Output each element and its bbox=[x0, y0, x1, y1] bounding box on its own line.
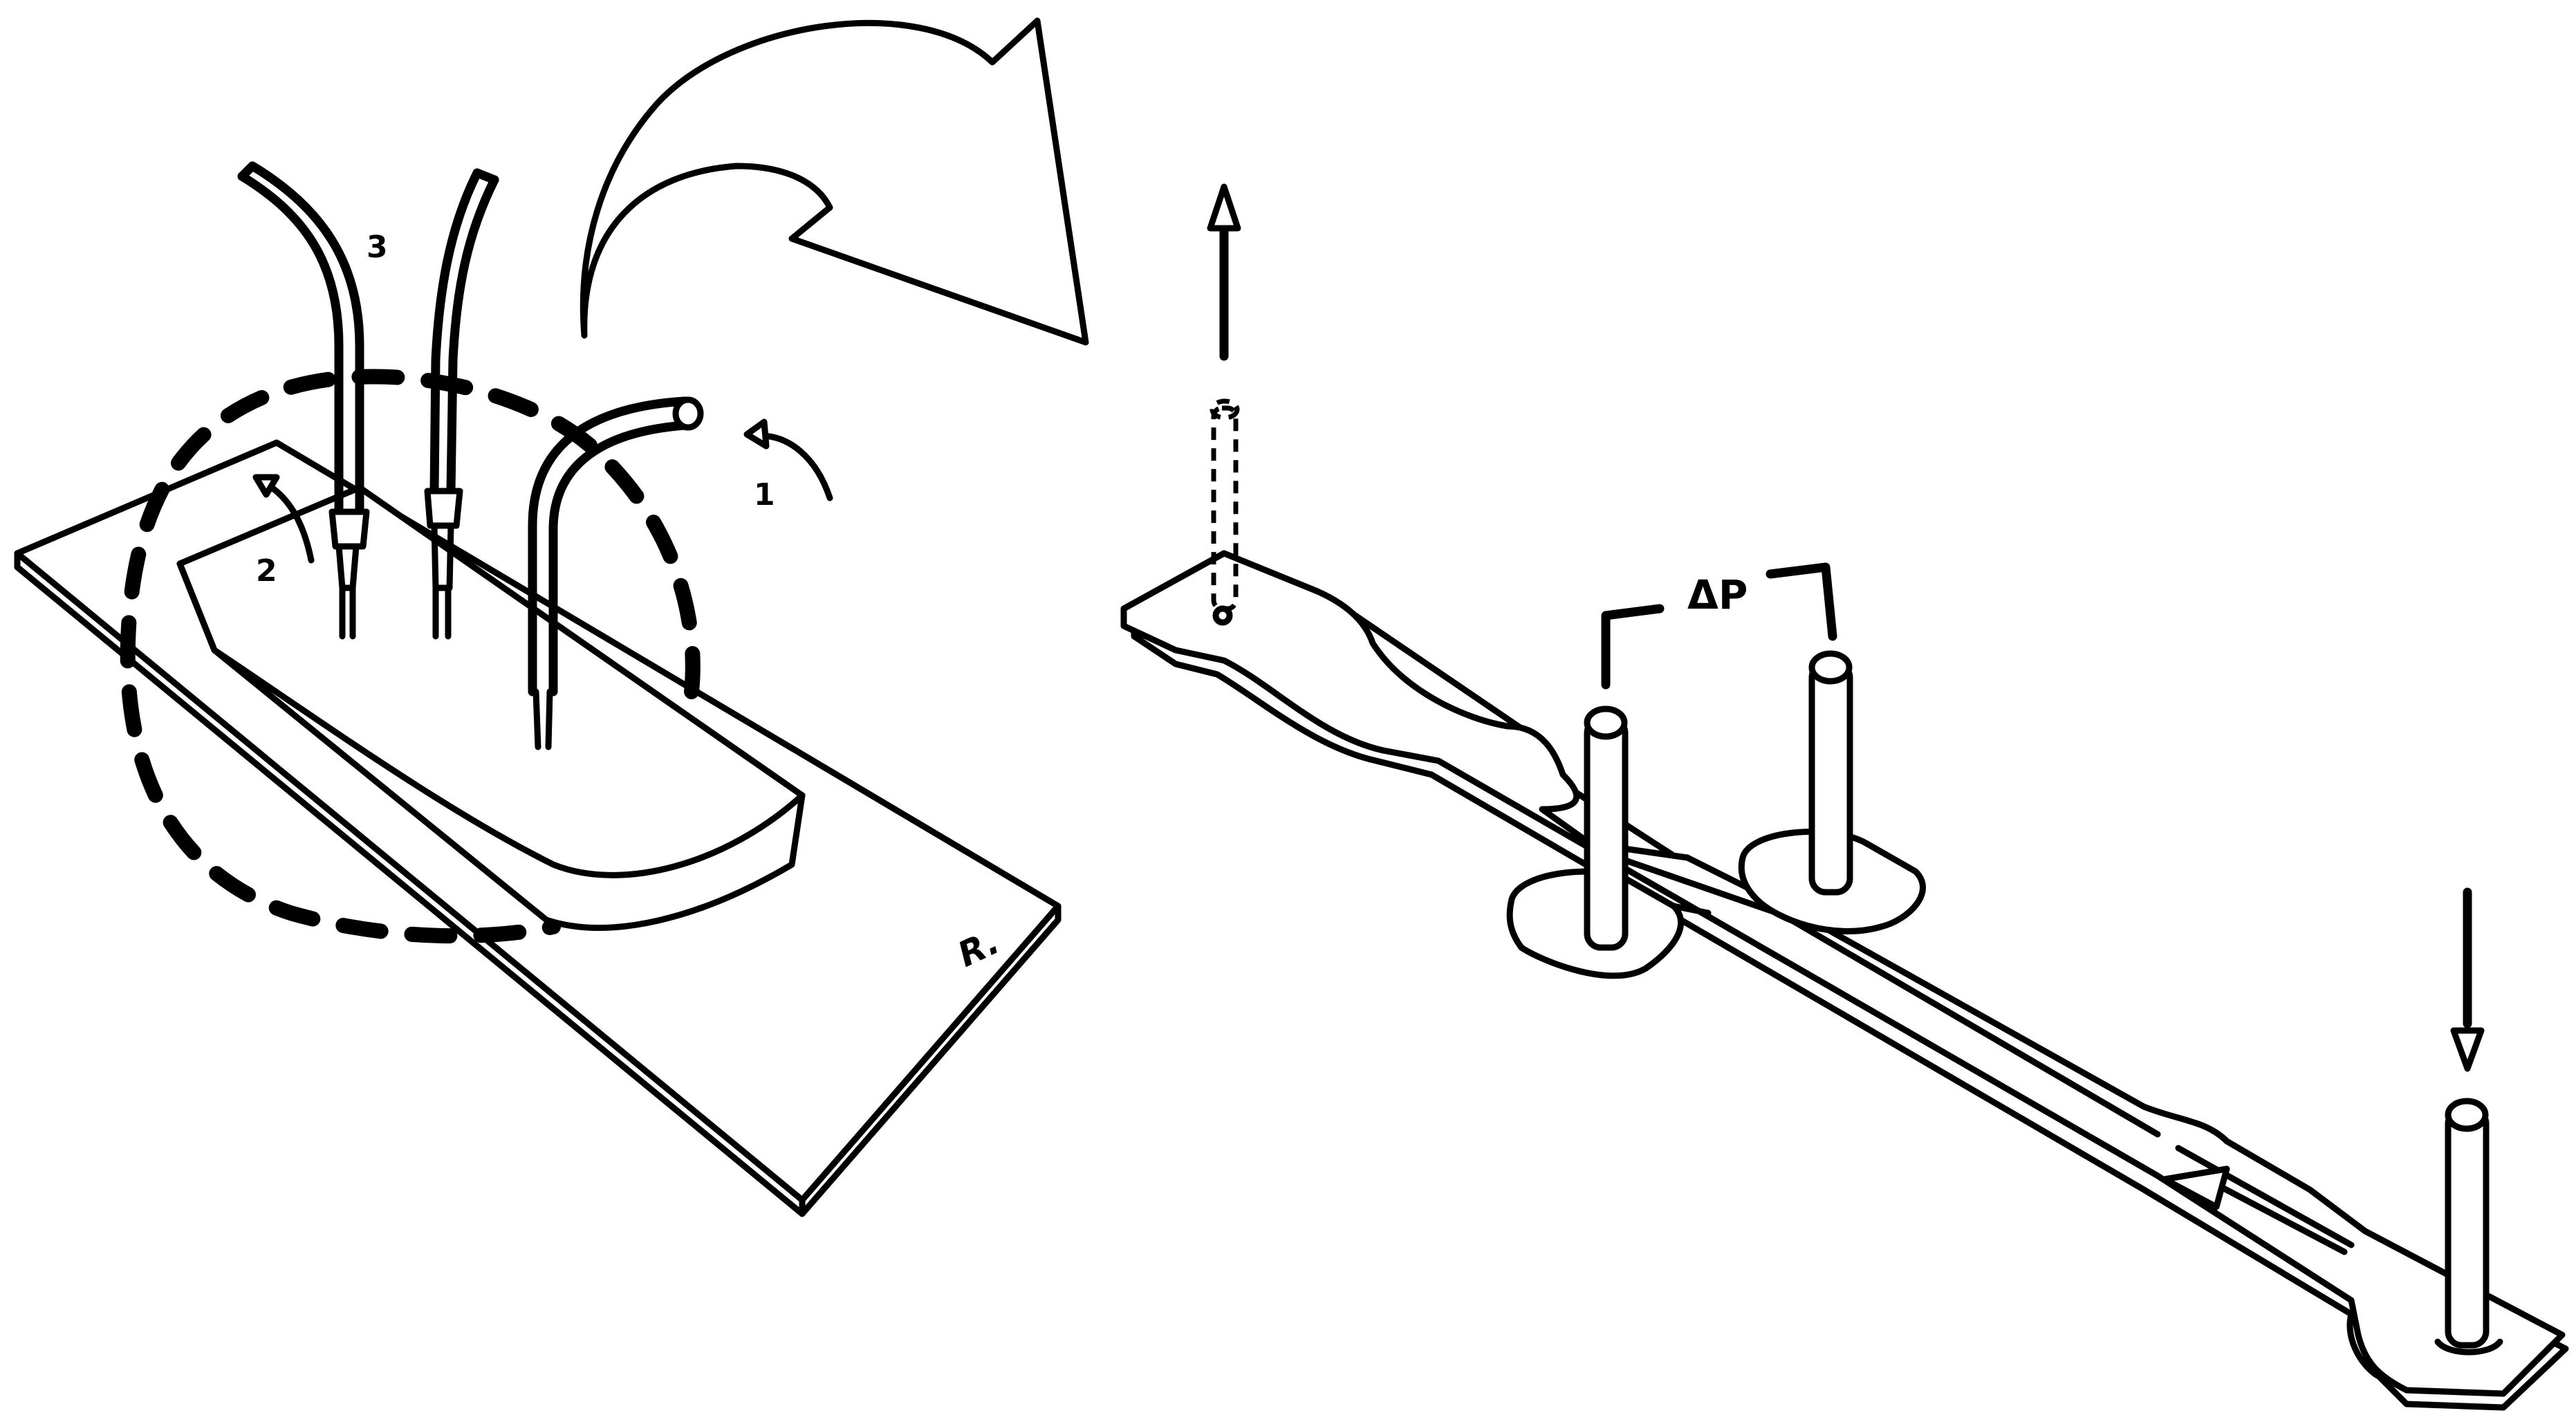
outlet-tube-dashed bbox=[1210, 398, 1240, 626]
label-tube-2: 2 bbox=[256, 553, 277, 589]
inversion-dashed-loop bbox=[120, 369, 701, 944]
tube-3 bbox=[237, 161, 370, 640]
label-tube-3: 3 bbox=[367, 230, 388, 265]
flow-arrow-2 bbox=[252, 474, 315, 564]
inlet-tube bbox=[2434, 1098, 2503, 1356]
inlet-arrow bbox=[2450, 887, 2485, 1072]
tube-middle bbox=[424, 168, 499, 640]
outlet-arrow bbox=[1207, 183, 1241, 361]
label-delta-p: ΔP bbox=[1687, 571, 1748, 618]
pdms-block bbox=[176, 484, 806, 931]
pressure-tube-right bbox=[1808, 650, 1853, 896]
flow-arrow-1 bbox=[743, 418, 833, 501]
tube-1 bbox=[528, 396, 704, 750]
left-device: 3 2 1 R. bbox=[14, 17, 1089, 1217]
big-rotation-arrow bbox=[580, 17, 1089, 346]
right-device: ΔP bbox=[1120, 183, 2569, 1411]
flow-direction-arrow bbox=[2161, 1165, 2348, 1255]
pressure-tube-left bbox=[1584, 705, 1629, 951]
delta-p-bracket: ΔP bbox=[1601, 562, 1837, 690]
label-tube-1: 1 bbox=[754, 477, 775, 513]
